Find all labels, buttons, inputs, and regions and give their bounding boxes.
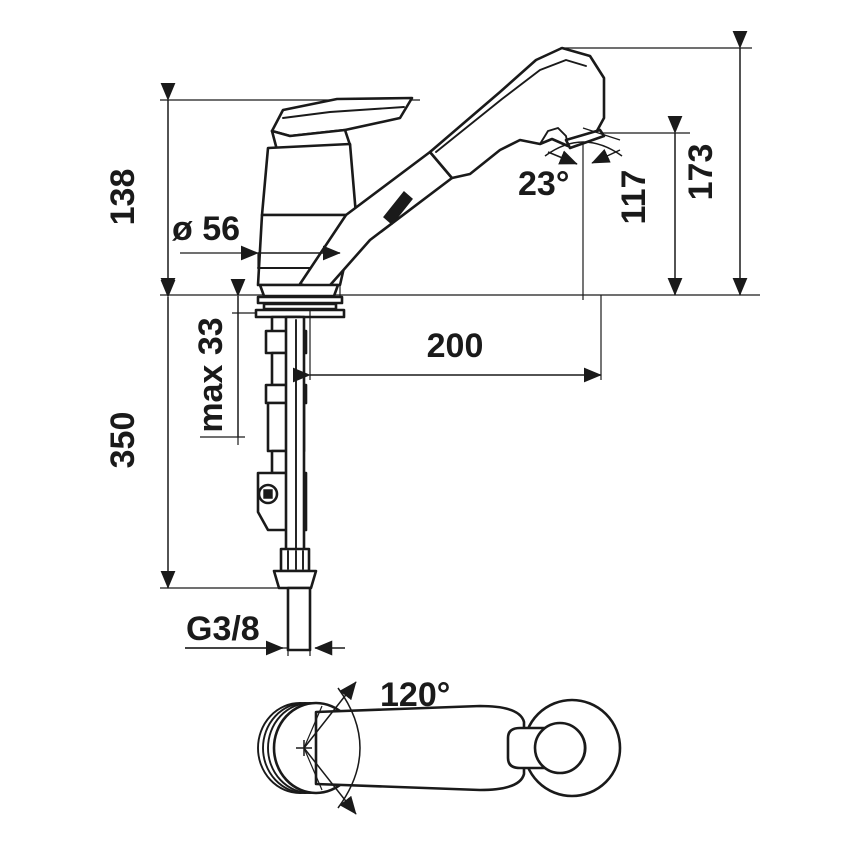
faucet-plan-view: 120°	[257, 676, 622, 815]
label-117: 117	[615, 170, 653, 225]
label-120deg: 120°	[380, 676, 450, 714]
dimension-lines	[160, 30, 748, 656]
label-g38: G3/8	[186, 610, 260, 648]
label-23deg: 23°	[518, 165, 569, 203]
label-200: 200	[427, 327, 484, 365]
label-dia56: ø 56	[172, 210, 240, 248]
label-max33: max 33	[192, 317, 230, 432]
label-173: 173	[682, 144, 720, 201]
arc-120deg	[337, 687, 361, 809]
dimension-labels-elevation: 138 350 ø 56 max 33 200 117 173 23° G3/8	[104, 144, 720, 648]
label-138: 138	[104, 169, 142, 226]
label-350: 350	[104, 412, 142, 469]
arc-23deg	[544, 141, 623, 157]
faucet-undercounter-assembly	[254, 283, 346, 652]
